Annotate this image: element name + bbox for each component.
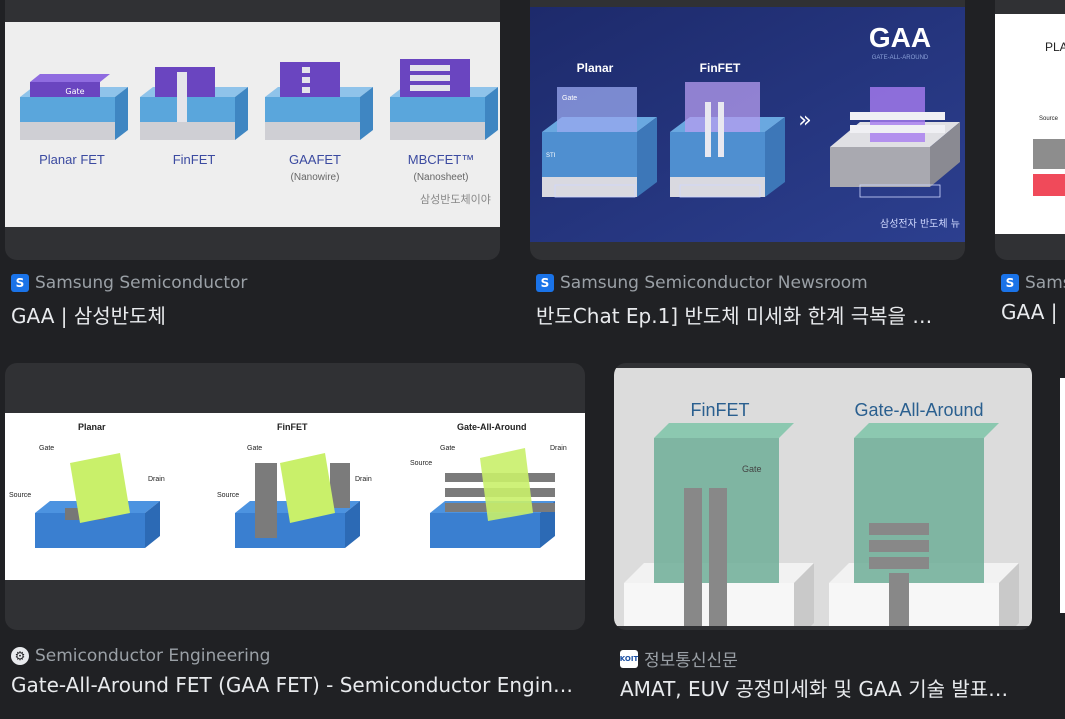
image-label-drain: Drain: [550, 445, 567, 452]
result-title-link[interactable]: AMAT, EUV 공정미세화 및 GAA 기술 발표…: [620, 677, 1009, 701]
transistor-diagram-image: Planar FinFET Gate-All-Around: [5, 413, 585, 580]
transistor-diagram-image: FinFET Gate-All-Around Gate: [614, 368, 1032, 626]
koit-favicon-icon: KOIT: [620, 649, 638, 668]
image-watermark: 삼성반도체이야: [420, 193, 491, 206]
result-thumbnail[interactable]: PLA Source: [995, 0, 1065, 260]
image-label-nanosheet: (Nanosheet): [413, 172, 468, 183]
image-label-nanowire: (Nanowire): [291, 172, 340, 183]
image-label-gaa: Gate-All-Around: [457, 422, 527, 432]
image-label-mbcfet: MBCFET™: [408, 152, 474, 167]
transistor-diagram-image: PLA Source: [995, 14, 1065, 234]
samsung-favicon-icon: S: [11, 274, 29, 292]
source-name: Semiconductor Engineering: [35, 646, 271, 666]
image-label-finfet: FinFET: [277, 422, 308, 432]
result-source[interactable]: S Samsung: [1001, 273, 1065, 293]
source-name: 정보통신신문: [644, 651, 738, 671]
result-thumbnail[interactable]: [1060, 378, 1065, 613]
result-card[interactable]: Planar FinFET Gate-All-Around: [5, 363, 585, 708]
image-label-gaafet: GAAFET: [289, 152, 341, 167]
result-title-link[interactable]: GAA | 삼성반도체: [11, 304, 166, 328]
image-label-gate: Gate: [39, 445, 54, 452]
image-gaa-heading: GAA: [869, 22, 931, 53]
result-title-link[interactable]: GAA |: [1001, 300, 1058, 324]
source-name: Samsung Semiconductor: [35, 273, 248, 293]
result-card[interactable]: Gate: [5, 0, 500, 330]
image-gate-label: Gate: [65, 87, 84, 96]
result-card[interactable]: [1060, 378, 1065, 613]
image-label-gaa: Gate-All-Around: [854, 400, 983, 420]
image-watermark: 삼성전자 반도체 뉴: [880, 218, 960, 230]
result-thumbnail[interactable]: FinFET Gate-All-Around Gate: [614, 363, 1032, 630]
gear-favicon-icon: ⚙: [11, 647, 29, 665]
image-sti-label: STI: [546, 153, 556, 159]
result-thumbnail[interactable]: GAA GATE-ALL-AROUND Planar FinFET Gate S…: [530, 0, 965, 260]
result-source[interactable]: ⚙ Semiconductor Engineering: [11, 646, 270, 666]
result-source[interactable]: KOIT 정보통신신문: [620, 646, 738, 671]
image-planar-heading: Planar: [577, 61, 614, 75]
image-label: PLA: [1045, 40, 1065, 54]
transistor-diagram-image: GAA GATE-ALL-AROUND Planar FinFET Gate S…: [530, 7, 965, 242]
transistor-diagram-image: Gate: [5, 22, 500, 227]
samsung-favicon-icon: S: [536, 274, 554, 292]
image-label-drain: Drain: [355, 476, 372, 483]
image-arrow: »: [798, 108, 811, 133]
image-label-planar: Planar FET: [39, 152, 105, 167]
source-name: Samsung Semiconductor Newsroom: [560, 273, 868, 293]
image-label-gate: Gate: [440, 445, 455, 452]
image-label-planar: Planar: [78, 422, 106, 432]
image-source-label: Source: [1039, 116, 1059, 122]
image-label-source: Source: [9, 492, 31, 499]
result-source[interactable]: S Samsung Semiconductor Newsroom: [536, 273, 868, 293]
image-label-finfet: FinFET: [690, 400, 749, 420]
image-label-source: Source: [410, 460, 432, 467]
image-gaa-subheading: GATE-ALL-AROUND: [872, 55, 929, 61]
result-thumbnail[interactable]: Gate: [5, 0, 500, 260]
samsung-favicon-icon: S: [1001, 274, 1019, 292]
result-card[interactable]: FinFET Gate-All-Around Gate: [614, 363, 1034, 708]
result-title-link[interactable]: Gate-All-Around FET (GAA FET) - Semicond…: [11, 673, 573, 697]
image-finfet-heading: FinFET: [700, 61, 741, 75]
result-thumbnail[interactable]: Planar FinFET Gate-All-Around: [5, 363, 585, 630]
image-label-drain: Drain: [148, 476, 165, 483]
source-name: Samsung: [1025, 273, 1065, 293]
result-title-link[interactable]: 반도Chat Ep.1] 반도체 미세화 한계 극복을 …: [536, 304, 933, 328]
image-label-gate: Gate: [247, 445, 262, 452]
image-gate-label: Gate: [562, 95, 577, 102]
image-label-gate: Gate: [742, 464, 762, 474]
result-source[interactable]: S Samsung Semiconductor: [11, 273, 247, 293]
result-card[interactable]: GAA GATE-ALL-AROUND Planar FinFET Gate S…: [530, 0, 965, 330]
image-label-source: Source: [217, 492, 239, 499]
image-label-finfet: FinFET: [173, 152, 216, 167]
result-card[interactable]: PLA Source S Samsung GAA |: [995, 0, 1065, 330]
